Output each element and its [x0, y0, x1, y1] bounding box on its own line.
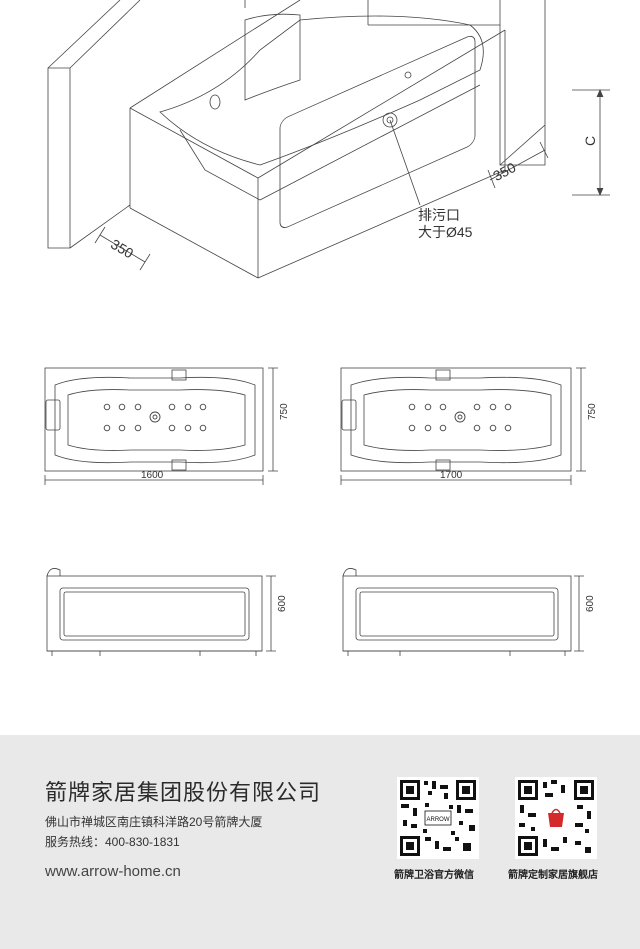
right-wall: [367, 0, 546, 166]
drain-circle: [382, 112, 398, 128]
perspective-view: [47, 0, 610, 279]
left-wall: [47, 0, 141, 249]
company-name: 箭牌家居集团股份有限公司: [45, 780, 322, 805]
dim-600-a: 600: [277, 595, 288, 612]
dim-350-right: 350: [490, 159, 518, 184]
front-view-1600: [46, 568, 276, 656]
drain-label-1: 排污口: [418, 207, 460, 223]
service-hotline: 服务热线：400-830-1831: [45, 835, 180, 849]
dim-600-b: 600: [585, 595, 596, 612]
website-link[interactable]: www.arrow-home.cn: [45, 863, 181, 880]
dim-350-left: 350: [108, 236, 136, 262]
qr-caption-store: 箭牌定制家居旗舰店: [508, 870, 598, 881]
qr-caption-wechat: 箭牌卫浴官方微信: [394, 870, 474, 881]
technical-drawing: 350 350 C 排污口 大于Ø45 1600 750: [44, 0, 610, 656]
dim-c: C: [582, 136, 598, 146]
dim-750-b: 750: [587, 403, 598, 420]
tub-basin: [159, 15, 484, 166]
qr-code-wechat[interactable]: ARROW: [397, 777, 479, 859]
top-view-1700: [340, 367, 586, 485]
dim-750-a: 750: [279, 403, 290, 420]
qr-code-store[interactable]: [515, 777, 597, 859]
dim-1600: 1600: [141, 470, 164, 481]
company-address: 佛山市禅城区南庄镇科洋路20号箭牌大厦: [45, 815, 263, 829]
dim-1700: 1700: [440, 470, 463, 481]
headrest: [244, 13, 301, 101]
drain-label-2: 大于Ø45: [418, 224, 473, 240]
qr-center-logo: ARROW: [427, 817, 450, 823]
top-view-1600: [44, 367, 278, 485]
tub-rim: [129, 0, 506, 279]
footer: 箭牌家居集团股份有限公司 佛山市禅城区南庄镇科洋路20号箭牌大厦 服务热线：40…: [0, 735, 640, 949]
front-view-1700: [342, 568, 584, 656]
